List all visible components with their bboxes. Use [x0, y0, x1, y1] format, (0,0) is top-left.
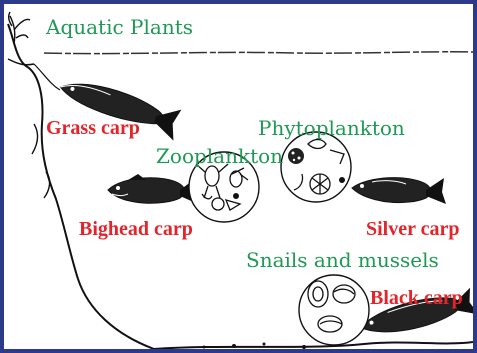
pond-bottom [154, 342, 473, 349]
snails-mussels-circle-icon [299, 275, 369, 345]
zooplankton-label: Zooplankton [156, 146, 283, 166]
aquatic-plants-label: Aquatic Plants [46, 17, 193, 37]
snails-mussels-label: Snails and mussels [246, 250, 439, 270]
phytoplankton-label: Phytoplankton [258, 118, 405, 138]
phytoplankton-circle-icon [281, 132, 351, 202]
grass-carp-label: Grass carp [46, 118, 140, 138]
silver-carp-fish-icon [352, 178, 446, 204]
aquatic-plant-icon [9, 12, 50, 198]
water-surface-line [44, 52, 473, 54]
bighead-carp-label: Bighead carp [79, 219, 193, 239]
silver-carp-label: Silver carp [366, 219, 460, 239]
bighead-carp-fish-icon [108, 174, 198, 204]
black-carp-label: Black carp [370, 288, 463, 308]
